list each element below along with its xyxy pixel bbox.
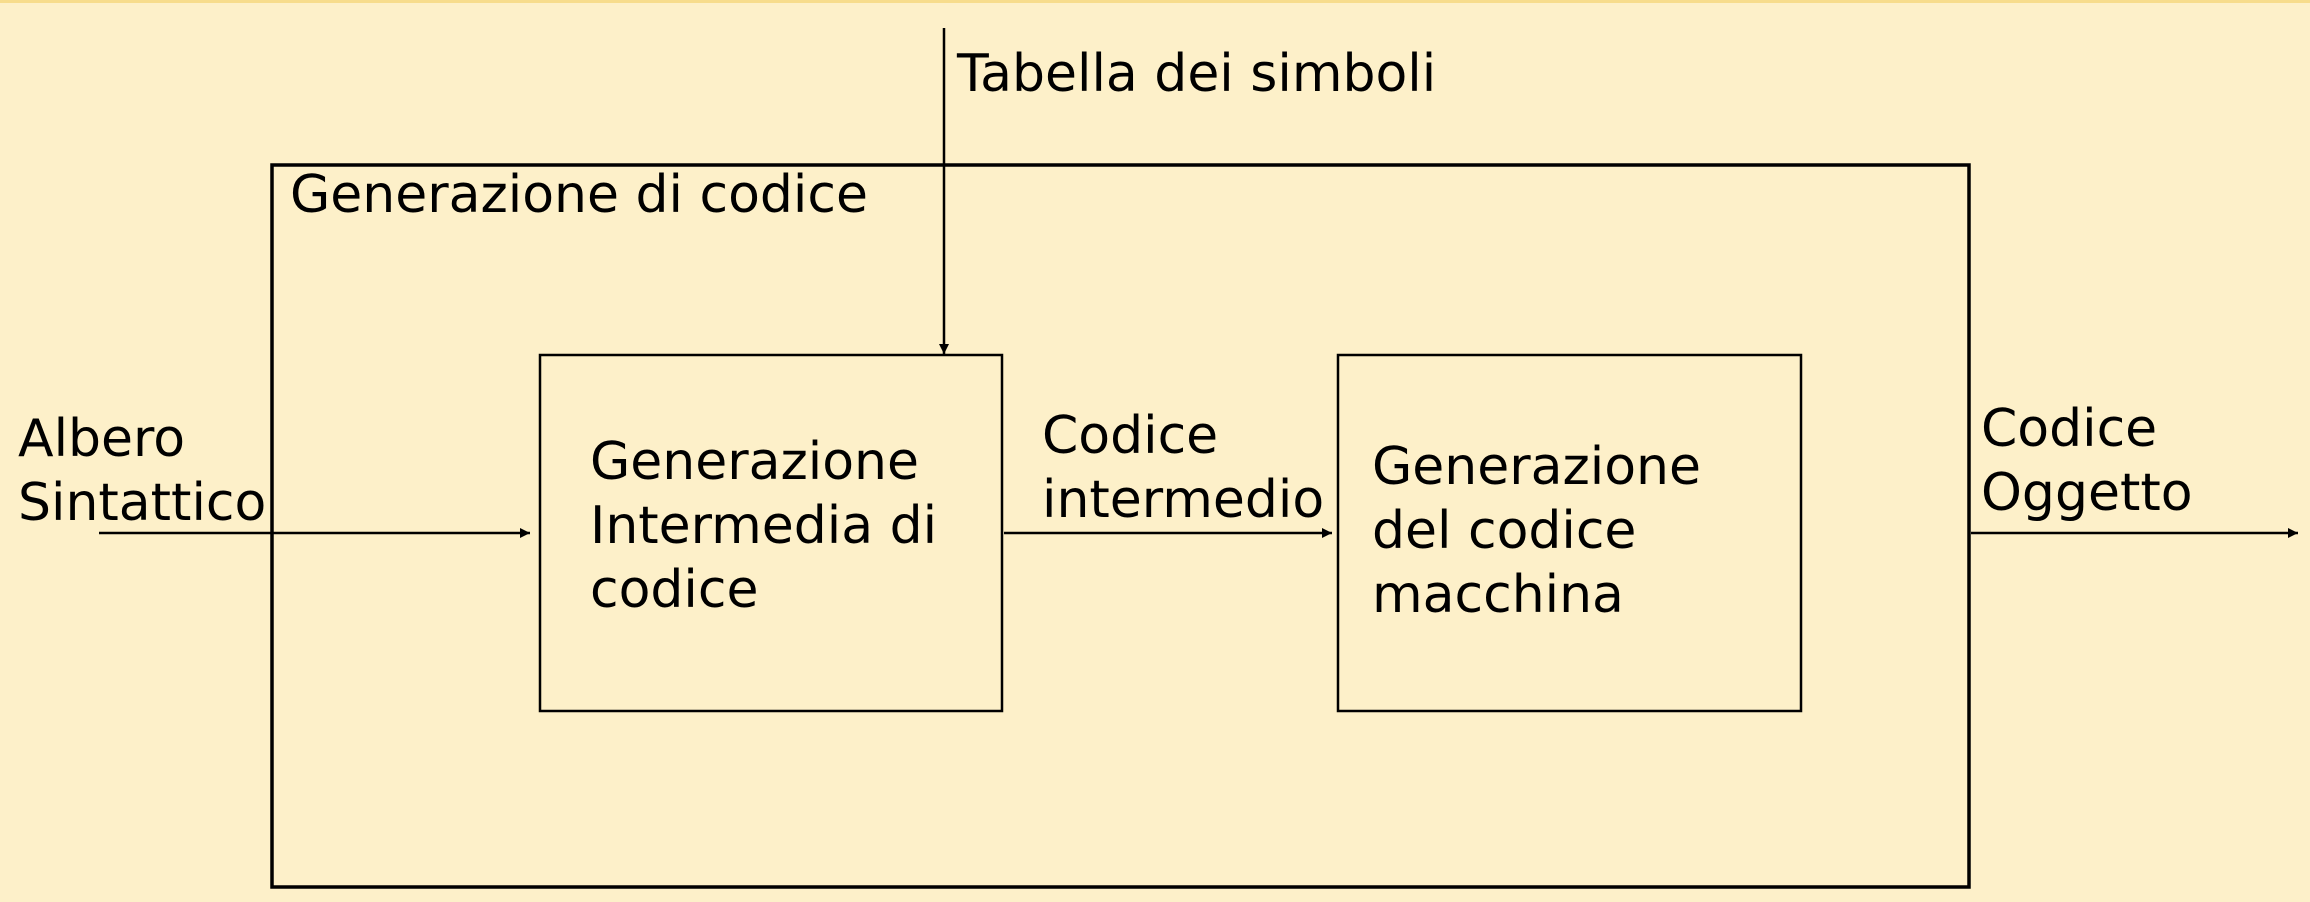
intermediate-generation-block	[538, 353, 1004, 713]
top-border	[0, 0, 2310, 3]
outer-block-title: Generazione di codice	[290, 165, 868, 225]
intermediate-code-label: Codice intermedio	[1042, 406, 1325, 530]
machine-code-generation-block	[1336, 353, 1803, 713]
output-label: Codice Oggetto	[1981, 399, 2193, 523]
outer-block	[270, 163, 1971, 889]
symbol-table-label: Tabella dei simboli	[957, 44, 1437, 104]
input-label: Albero Sintattico	[18, 409, 267, 533]
machine-code-generation-label: Generazione del codice macchina	[1372, 437, 1701, 625]
intermediate-generation-label: Generazione Intermedia di codice	[590, 432, 938, 620]
